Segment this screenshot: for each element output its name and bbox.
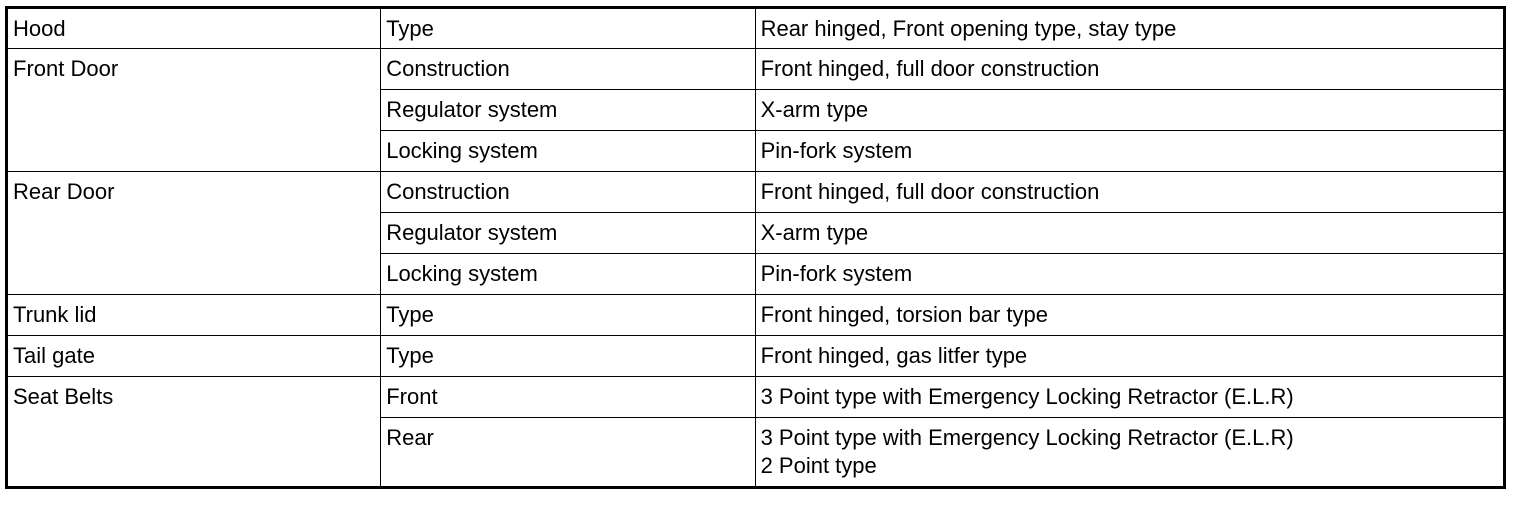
attribute-cell: Front (380, 376, 756, 418)
attribute-cell: Type (380, 7, 756, 49)
table-row: Rear Door Construction Front hinged, ful… (5, 171, 1506, 295)
value-cell: Front hinged, gas litfer type (754, 335, 1506, 377)
value-cell: 3 Point type with Emergency Locking Retr… (754, 376, 1506, 418)
attribute-cell: Construction (380, 171, 756, 213)
table-row: Trunk lid Type Front hinged, torsion bar… (5, 294, 1506, 336)
attribute-cell: Construction (380, 48, 756, 90)
value-cell: Pin-fork system (754, 130, 1506, 172)
value-line: 3 Point type with Emergency Locking Retr… (760, 425, 1294, 450)
table-row: Regulator system X-arm type (7, 89, 1506, 131)
attribute-cell: Locking system (380, 130, 756, 172)
item-cell-hood: Hood (5, 7, 382, 49)
item-cell-seat-belts: Seat Belts (5, 376, 382, 488)
value-cell: X-arm type (754, 89, 1506, 131)
table-row: Seat Belts Front 3 Point type with Emerg… (5, 376, 1506, 488)
specification-table: Hood Type Rear hinged, Front opening typ… (5, 6, 1506, 489)
attribute-cell: Type (380, 335, 756, 377)
table-row: Tail gate Type Front hinged, gas litfer … (5, 335, 1506, 377)
value-line: 2 Point type (760, 453, 877, 478)
item-cell-front-door: Front Door (5, 48, 382, 172)
item-cell-rear-door: Rear Door (5, 171, 382, 295)
value-cell: X-arm type (754, 212, 1506, 254)
value-cell: Rear hinged, Front opening type, stay ty… (754, 7, 1506, 49)
attribute-cell: Rear (380, 417, 756, 488)
item-cell-tail-gate: Tail gate (5, 335, 382, 377)
table-row: Hood Type Rear hinged, Front opening typ… (5, 7, 1506, 49)
value-cell: Front hinged, torsion bar type (754, 294, 1506, 336)
table-row: Rear 3 Point type with Emergency Locking… (7, 417, 1506, 488)
value-cell: Front hinged, full door construction (754, 171, 1506, 213)
value-cell: Pin-fork system (754, 253, 1506, 295)
attribute-cell: Regulator system (380, 89, 756, 131)
item-cell-trunk-lid: Trunk lid (5, 294, 382, 336)
attribute-cell: Regulator system (380, 212, 756, 254)
attribute-cell: Locking system (380, 253, 756, 295)
table-row: Front Door Construction Front hinged, fu… (5, 48, 1506, 172)
value-cell: Front hinged, full door construction (754, 48, 1506, 90)
value-cell: 3 Point type with Emergency Locking Retr… (754, 417, 1506, 488)
attribute-cell: Type (380, 294, 756, 336)
table-row: Regulator system X-arm type (7, 212, 1506, 254)
